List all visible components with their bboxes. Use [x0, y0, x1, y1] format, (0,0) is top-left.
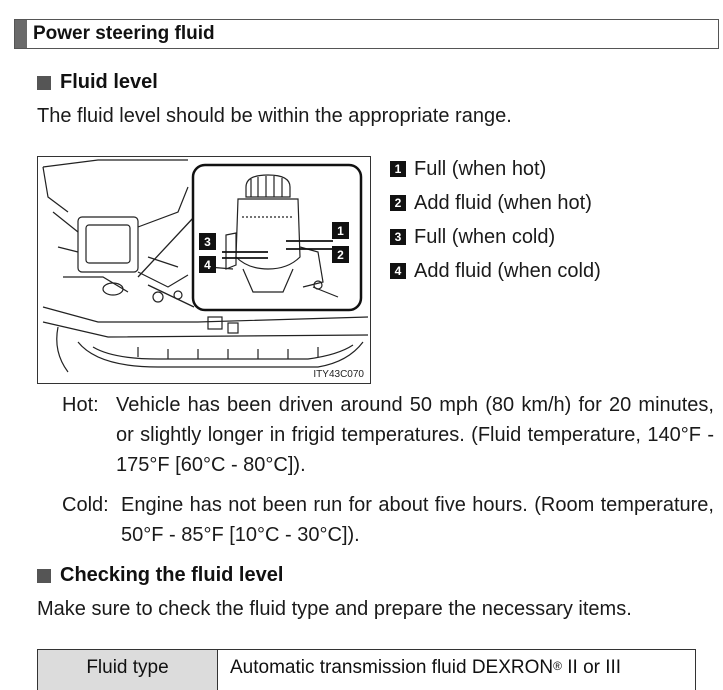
- fluid-level-intro: The fluid level should be within the app…: [37, 105, 512, 127]
- legend-number: 3: [390, 229, 406, 245]
- legend-label: Add fluid (when hot): [414, 191, 592, 214]
- marker-1: 1: [332, 222, 349, 239]
- cold-description: Engine has not been run for about five h…: [121, 494, 714, 546]
- marker-2: 2: [332, 246, 349, 263]
- fluid-level-heading: Fluid level: [37, 71, 158, 94]
- figure-legend: 1 Full (when hot) 2 Add fluid (when hot)…: [390, 152, 601, 288]
- cold-term: Cold:: [62, 494, 109, 516]
- fluid-type-value: Automatic transmission fluid DEXRON: [230, 657, 554, 678]
- legend-label: Add fluid (when cold): [414, 259, 601, 282]
- legend-number: 2: [390, 195, 406, 211]
- section-header-bar: [15, 20, 27, 48]
- section-header: Power steering fluid: [14, 19, 719, 49]
- heading-square-icon: [37, 568, 51, 583]
- legend-item: 4 Add fluid (when cold): [390, 254, 601, 288]
- hot-description: Vehicle has been driven around 50 mph (8…: [116, 394, 714, 476]
- registered-mark: ®: [553, 659, 562, 673]
- legend-number: 4: [390, 263, 406, 279]
- legend-item: 2 Add fluid (when hot): [390, 186, 601, 220]
- engine-bay-figure: 1 2 3 4 ITY43C070: [37, 156, 371, 384]
- section-title: Power steering fluid: [33, 23, 215, 44]
- hot-definition: Hot: Vehicle has been driven around 50 m…: [62, 390, 714, 482]
- legend-item: 3 Full (when cold): [390, 220, 601, 254]
- fluid-type-suffix: II or III: [561, 657, 622, 678]
- figure-code: ITY43C070: [313, 369, 364, 380]
- checking-intro: Make sure to check the fluid type and pr…: [37, 598, 632, 620]
- cold-definition: Cold: Engine has not been run for about …: [62, 490, 714, 552]
- engine-bay-illustration-icon: [42, 159, 369, 373]
- hot-term: Hot:: [62, 394, 99, 416]
- legend-item: 1 Full (when hot): [390, 152, 601, 186]
- checking-heading-text: Checking the fluid level: [60, 564, 284, 586]
- fluid-type-table: Fluid type Automatic transmission fluid …: [37, 649, 696, 690]
- legend-label: Full (when hot): [414, 157, 547, 180]
- legend-label: Full (when cold): [414, 225, 556, 248]
- fluid-level-heading-text: Fluid level: [60, 71, 158, 93]
- table-value-cell: Automatic transmission fluid DEXRON® II …: [218, 650, 695, 690]
- marker-3: 3: [199, 233, 216, 250]
- heading-square-icon: [37, 75, 51, 90]
- checking-heading: Checking the fluid level: [37, 564, 283, 587]
- table-header-cell: Fluid type: [38, 650, 218, 690]
- legend-number: 1: [390, 161, 406, 177]
- marker-4: 4: [199, 256, 216, 273]
